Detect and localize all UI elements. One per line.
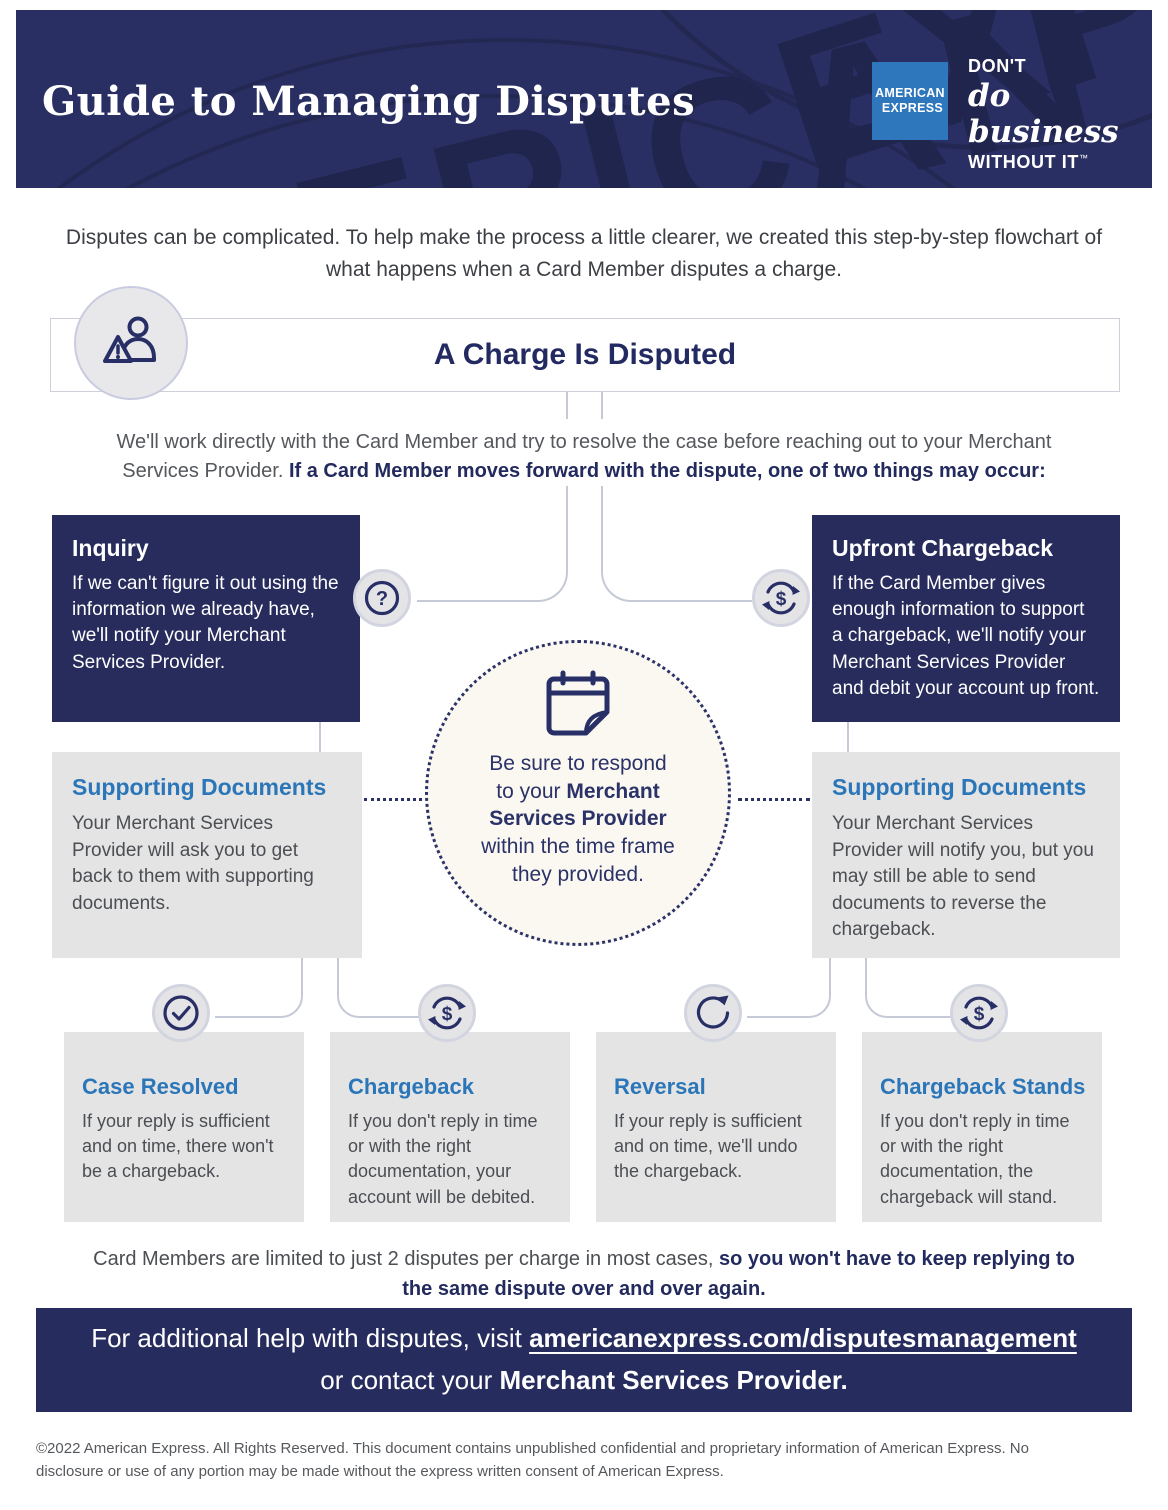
reversal-title: Reversal bbox=[614, 1074, 706, 1099]
disputes-management-link[interactable]: americanexpress.com/disputesmanagement bbox=[529, 1323, 1077, 1354]
connector-upfront-to-docs bbox=[847, 722, 849, 752]
chargeback-body: If you don't reply in time or with the r… bbox=[348, 1111, 538, 1207]
supporting-documents-left-title: Supporting Documents bbox=[72, 774, 327, 800]
connector-stub-right bbox=[601, 392, 603, 419]
connector-docs-to-case-resolved bbox=[215, 958, 303, 1018]
dollar-cycle-icon: $ bbox=[950, 984, 1008, 1042]
svg-text:?: ? bbox=[376, 588, 388, 610]
chargeback-stands-title: Chargeback Stands bbox=[880, 1074, 1086, 1099]
inquiry-box: Inquiry If we can't figure it out using … bbox=[52, 515, 360, 722]
person-alert-icon bbox=[74, 286, 188, 400]
reversal-box: Reversal If your reply is sufficient and… bbox=[596, 1032, 836, 1222]
connector-docs-to-reversal bbox=[747, 958, 831, 1018]
supporting-documents-left-box: Supporting Documents Your Merchant Servi… bbox=[52, 752, 362, 958]
reversal-body: If your reply is sufficient and on time,… bbox=[614, 1111, 802, 1182]
upfront-chargeback-body: If the Card Member gives enough informat… bbox=[832, 573, 1100, 699]
footer-line2: or contact your Merchant Services Provid… bbox=[320, 1365, 848, 1395]
chargeback-title: Chargeback bbox=[348, 1074, 474, 1099]
dotted-connector-right bbox=[738, 798, 810, 801]
footer-help-banner: For additional help with disputes, visit… bbox=[36, 1308, 1132, 1412]
reminder-text: Be sure to respond to your Merchant Serv… bbox=[481, 752, 675, 886]
charge-description: We'll work directly with the Card Member… bbox=[116, 431, 1052, 482]
inquiry-body: If we can't figure it out using the info… bbox=[72, 573, 339, 673]
supporting-documents-left-body: Your Merchant Services Provider will ask… bbox=[72, 813, 314, 914]
svg-text:$: $ bbox=[776, 589, 787, 610]
question-icon: ? bbox=[353, 569, 411, 627]
case-resolved-body: If your reply is sufficient and on time,… bbox=[82, 1111, 274, 1182]
dollar-cycle-icon: $ bbox=[752, 569, 810, 627]
upfront-chargeback-title: Upfront Chargeback bbox=[832, 535, 1054, 561]
connector-docs-to-chargeback bbox=[337, 958, 419, 1018]
chargeback-stands-body: If you don't reply in time or with the r… bbox=[880, 1111, 1070, 1207]
svg-text:$: $ bbox=[974, 1004, 985, 1025]
check-circle-icon bbox=[152, 984, 210, 1042]
upfront-chargeback-box: Upfront Chargeback If the Card Member gi… bbox=[812, 515, 1120, 722]
case-resolved-box: Case Resolved If your reply is sufficien… bbox=[64, 1032, 304, 1222]
connector-branch-upfront bbox=[601, 486, 752, 602]
calendar-icon bbox=[428, 669, 728, 744]
connector-branch-inquiry bbox=[417, 486, 568, 602]
svg-text:$: $ bbox=[442, 1004, 453, 1025]
inquiry-title: Inquiry bbox=[72, 535, 149, 561]
american-express-logo: AMERICAN EXPRESS bbox=[872, 62, 948, 140]
dotted-connector-left bbox=[364, 798, 422, 801]
charge-disputed-box: A Charge Is Disputed bbox=[50, 318, 1120, 392]
intro-text: Disputes can be complicated. To help mak… bbox=[65, 226, 1103, 281]
case-resolved-title: Case Resolved bbox=[82, 1074, 239, 1099]
header-banner: AMERICAN EXP Guide to Managing Disputes … bbox=[16, 10, 1152, 188]
connector-stub-left bbox=[566, 392, 568, 419]
respond-reminder-circle: Be sure to respond to your Merchant Serv… bbox=[425, 640, 731, 946]
supporting-documents-right-box: Supporting Documents Your Merchant Servi… bbox=[812, 752, 1120, 958]
charge-disputed-title: A Charge Is Disputed bbox=[433, 338, 737, 371]
connector-docs-to-chargeback-stands bbox=[865, 958, 951, 1018]
trademark-symbol: ™ bbox=[1078, 153, 1089, 163]
supporting-documents-right-title: Supporting Documents bbox=[832, 774, 1087, 800]
reversal-arrow-icon bbox=[684, 984, 742, 1042]
footer-line1: For additional help with disputes, visit… bbox=[91, 1323, 1077, 1354]
brand-tagline: DON'T do business WITHOUT IT™ bbox=[968, 56, 1119, 172]
page-title: Guide to Managing Disputes bbox=[42, 78, 696, 125]
chargeback-stands-box: Chargeback Stands If you don't reply in … bbox=[862, 1032, 1102, 1222]
copyright-text: ©2022 American Express. All Rights Reser… bbox=[36, 1440, 1029, 1480]
connector-inquiry-to-docs bbox=[319, 722, 321, 752]
dollar-cycle-icon: $ bbox=[418, 984, 476, 1042]
dispute-limit-note: Card Members are limited to just 2 dispu… bbox=[93, 1248, 1075, 1300]
supporting-documents-right-body: Your Merchant Services Provider will not… bbox=[832, 813, 1094, 941]
chargeback-box: Chargeback If you don't reply in time or… bbox=[330, 1032, 570, 1222]
